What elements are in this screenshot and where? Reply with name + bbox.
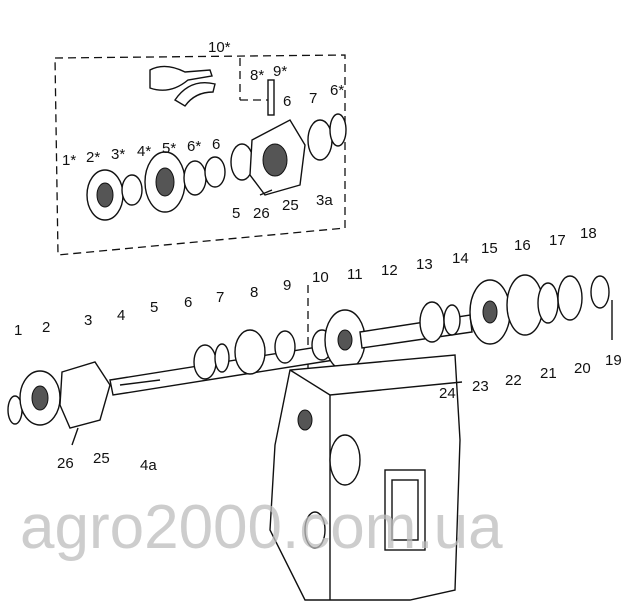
upper-part-label: 26 — [253, 205, 270, 222]
upper-part-label: 8* — [250, 67, 264, 84]
lower-part-label: 19 — [605, 352, 622, 369]
upper-gear-set — [86, 79, 347, 221]
upper-part-label: 6 — [212, 136, 220, 153]
lower-part-label: 16 — [514, 237, 531, 254]
upper-part-label: 5 — [232, 205, 240, 222]
lower-part-label: 6 — [184, 294, 192, 311]
shift-fork — [149, 65, 216, 107]
lower-part-label: 7 — [216, 289, 224, 306]
upper-part-label: 9* — [273, 63, 287, 80]
bolt-26 — [71, 427, 79, 446]
upper-part-label: 3* — [111, 146, 125, 163]
lower-part-label: 14 — [452, 250, 469, 267]
bolt-26-upper — [259, 189, 273, 196]
watermark: agro2000.com.ua — [20, 493, 503, 562]
upper-part-label: 3a — [316, 192, 333, 209]
lower-part-label: 3 — [84, 312, 92, 329]
upper-part-label: 7 — [309, 90, 317, 107]
upper-part-label: 6* — [187, 138, 201, 155]
lower-part-label: 1 — [14, 322, 22, 339]
lower-part-label: 23 — [472, 378, 489, 395]
lower-part-label: 2 — [42, 319, 50, 336]
upper-part-label: 10* — [208, 39, 231, 56]
lower-part-label: 17 — [549, 232, 566, 249]
upper-part-label: 1* — [62, 152, 76, 169]
upper-part-label: 2* — [86, 149, 100, 166]
lower-part-label: 5 — [150, 299, 158, 316]
lower-part-label: 25 — [93, 450, 110, 467]
lower-part-label: 22 — [505, 372, 522, 389]
lower-part-label: 12 — [381, 262, 398, 279]
lower-part-label: 15 — [481, 240, 498, 257]
upper-part-label: 25 — [282, 197, 299, 214]
upper-part-label: 6* — [330, 82, 344, 99]
lower-part-label: 8 — [250, 284, 258, 301]
lower-part-label: 21 — [540, 365, 557, 382]
lower-part-label: 13 — [416, 256, 433, 273]
upper-part-label: 5* — [162, 140, 176, 157]
upper-part-label: 4* — [137, 143, 151, 160]
lower-part-label: 11 — [347, 266, 363, 283]
lower-part-label: 10 — [312, 269, 329, 286]
lower-part-label: 20 — [574, 360, 591, 377]
gearbox-housing — [269, 354, 463, 601]
lower-part-label: 18 — [580, 225, 597, 242]
upper-part-label: 6 — [283, 93, 291, 110]
main-shaft-assembly — [7, 274, 613, 429]
lower-part-label: 24 — [439, 385, 456, 402]
lower-part-label: 26 — [57, 455, 74, 472]
lower-part-label: 4 — [117, 307, 125, 324]
lower-part-label: 4a — [140, 457, 157, 474]
lower-part-label: 9 — [283, 277, 291, 294]
